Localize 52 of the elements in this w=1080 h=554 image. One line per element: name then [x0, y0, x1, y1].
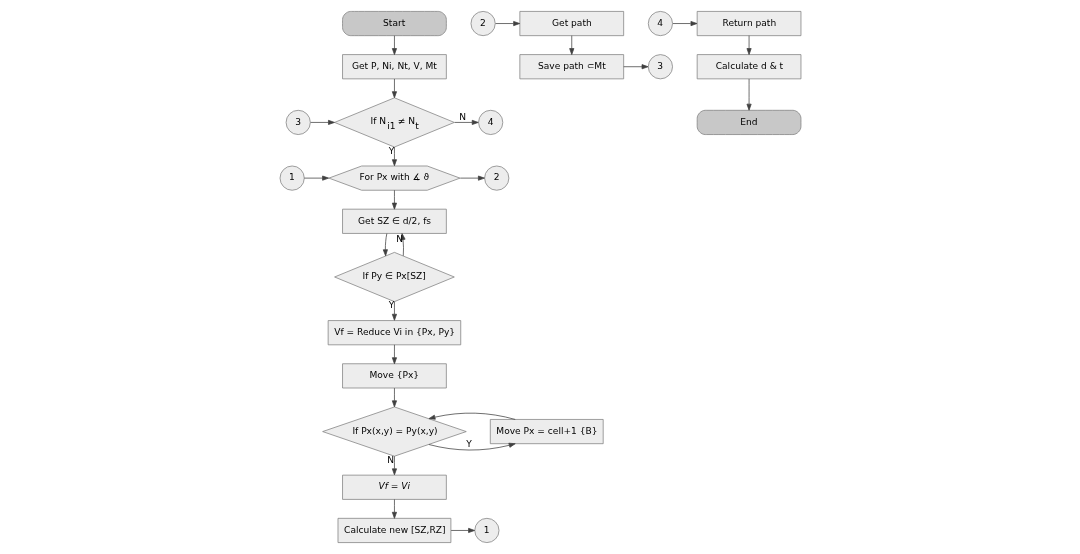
- arrow: [391, 301, 397, 321]
- arrow: [391, 455, 397, 476]
- node-circle: 1: [279, 165, 305, 191]
- node-box: End: [696, 109, 801, 135]
- edge-label: Y: [465, 439, 472, 450]
- arrow: [453, 119, 479, 125]
- node-box: Save path ⊂Mt: [518, 54, 624, 80]
- node-box: Return path: [696, 11, 801, 37]
- arrow: [391, 146, 397, 167]
- node-box: Vf = Vi: [341, 474, 447, 500]
- edge-label: N: [386, 455, 394, 465]
- arrow: [746, 35, 752, 55]
- arrow: [303, 175, 329, 181]
- arrow: [450, 527, 475, 533]
- arrow: [391, 189, 397, 210]
- node-diamond: If Py ∈ Px[SZ]: [333, 252, 455, 302]
- edge-label: N: [395, 234, 403, 245]
- arrow: [391, 78, 397, 99]
- node-circle: 3: [285, 109, 311, 135]
- node-box: Move Px = cell+1 {B}: [489, 419, 604, 445]
- arrow: [391, 344, 397, 365]
- node-box: Get path: [518, 11, 624, 37]
- node-box: Start: [341, 11, 447, 37]
- arrow: [382, 233, 388, 257]
- node-diamond: If Px(x,y) = Py(x,y): [321, 406, 467, 457]
- arrow: [459, 175, 485, 181]
- node-box: Move {Px}: [341, 363, 447, 389]
- arrow: [428, 412, 516, 420]
- node-box: Get SZ ∈ d/2, fs: [341, 208, 447, 234]
- node-circle: 2: [483, 165, 509, 191]
- node-box: Calculate new [SZ,RZ]: [337, 517, 451, 543]
- arrow: [746, 78, 752, 111]
- node-box: Calculate d & t: [696, 54, 801, 80]
- node-circle: 1: [473, 517, 499, 543]
- arrow: [672, 21, 697, 27]
- edge-label: Y: [388, 145, 394, 156]
- node-box: Get P, Ni, Nt, V, Mt: [341, 54, 447, 80]
- arrow: [391, 35, 397, 55]
- arrow: [391, 499, 397, 519]
- node-circle: 3: [647, 54, 673, 80]
- arrow: [428, 442, 516, 451]
- arrow: [622, 64, 648, 70]
- arrow: [494, 21, 520, 27]
- arrow: [391, 387, 397, 408]
- arrow: [568, 35, 574, 55]
- edge-label: Y: [388, 300, 394, 311]
- node-box: Vf = Reduce Vi in {Px, Py}: [327, 320, 461, 346]
- node-circle: 4: [477, 109, 503, 135]
- node-circle: 4: [647, 11, 673, 37]
- node-circle: 2: [470, 11, 496, 37]
- edge-label: N: [458, 111, 466, 122]
- arrow: [309, 119, 335, 125]
